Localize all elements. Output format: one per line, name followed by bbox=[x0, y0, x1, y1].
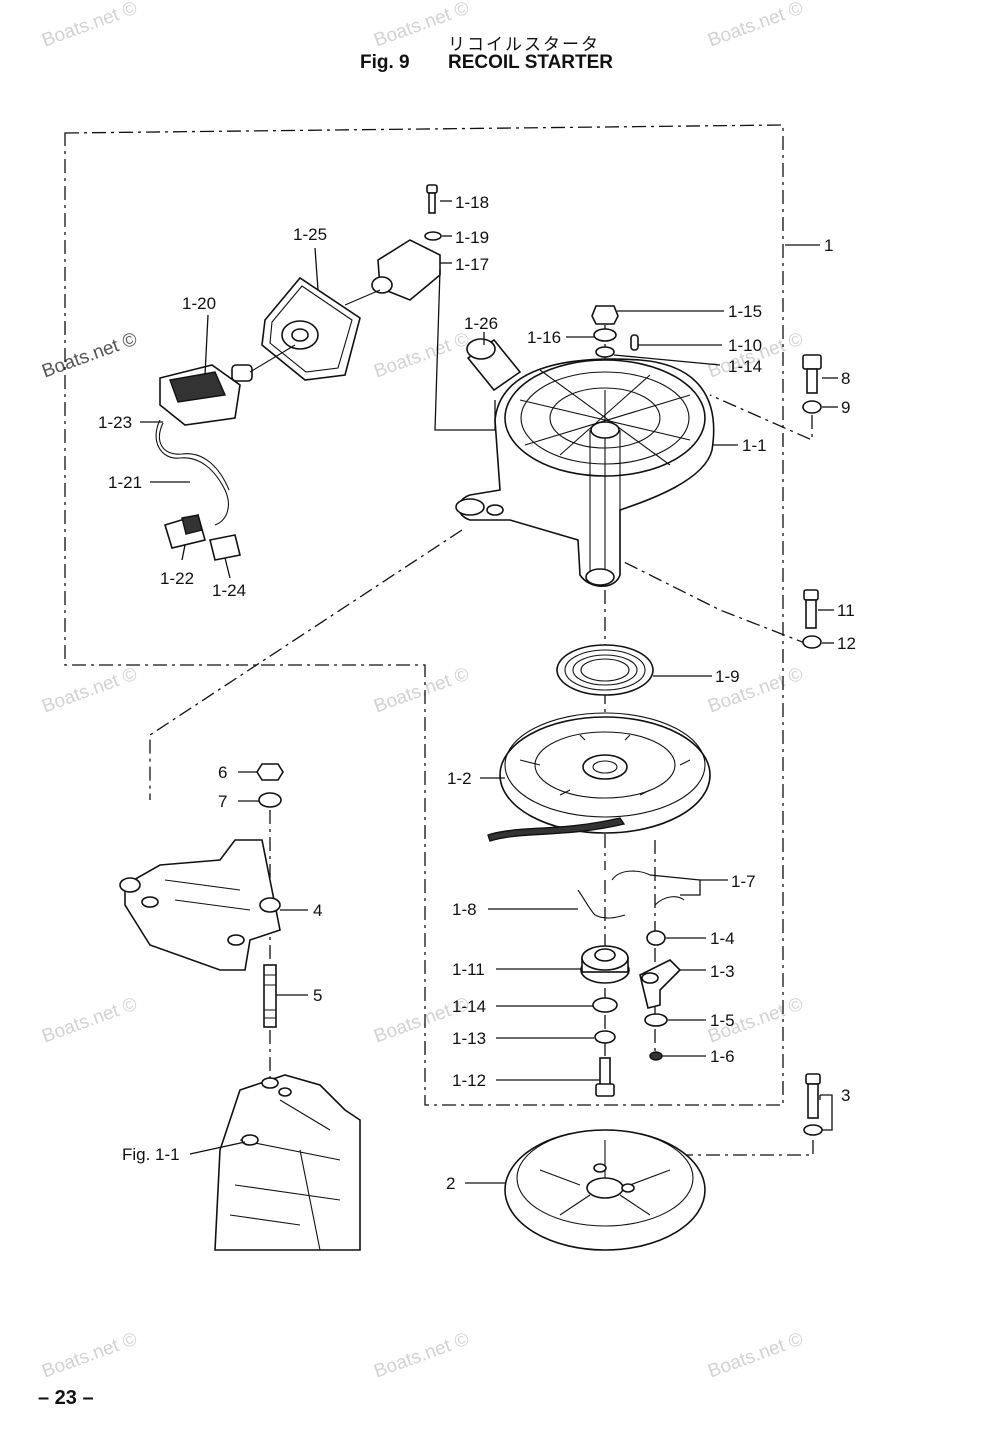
lanyard-cord-1-21 bbox=[155, 419, 229, 526]
label-1-8: 1-8 bbox=[452, 900, 477, 919]
cover-plate-1-25 bbox=[261, 276, 361, 381]
washer-12 bbox=[802, 635, 822, 649]
bolt-11 bbox=[803, 589, 819, 629]
label-1-3: 1-3 bbox=[710, 962, 735, 981]
pawl-spring-1-7 bbox=[611, 870, 685, 906]
label-1-13: 1-13 bbox=[452, 1029, 486, 1048]
washer-1-13 bbox=[594, 1030, 616, 1044]
alignment-line bbox=[709, 394, 813, 441]
label-1-6: 1-6 bbox=[710, 1047, 735, 1066]
label-1-19: 1-19 bbox=[455, 228, 489, 247]
ratchet-drum-1-11 bbox=[580, 945, 630, 984]
label-1-18: 1-18 bbox=[455, 193, 489, 212]
label-7: 7 bbox=[218, 792, 227, 811]
label-1-15: 1-15 bbox=[728, 302, 762, 321]
washer-1-16 bbox=[593, 328, 617, 342]
label-1-4: 1-4 bbox=[710, 929, 735, 948]
washer-9 bbox=[802, 400, 822, 414]
japanese-title: リコイルスタータ bbox=[448, 35, 600, 55]
page-number: – 23 – bbox=[38, 1387, 94, 1409]
washer-7 bbox=[258, 792, 282, 808]
label-1-14: 1-14 bbox=[728, 357, 762, 376]
label-12: 12 bbox=[837, 634, 856, 653]
reel-1-2 bbox=[487, 712, 711, 842]
bolt-3 bbox=[803, 1073, 823, 1136]
label-1-7: 1-7 bbox=[731, 872, 756, 891]
guide-spring-1-8 bbox=[577, 889, 626, 919]
label-1-17: 1-17 bbox=[455, 255, 489, 274]
figure-number: Fig. 9 bbox=[360, 52, 410, 73]
bracket-4 bbox=[119, 839, 281, 971]
stud-bolt-5 bbox=[263, 964, 277, 1028]
stop-switch-1-20 bbox=[159, 344, 296, 426]
figure-title: RECOIL STARTER bbox=[448, 52, 614, 73]
alignment-line bbox=[630, 1140, 814, 1156]
label-1: 1 bbox=[824, 236, 833, 255]
label-1-16: 1-16 bbox=[527, 328, 561, 347]
label-5: 5 bbox=[313, 986, 322, 1005]
pin-1-10 bbox=[630, 334, 639, 351]
handle-1-26 bbox=[466, 338, 522, 392]
label-1-14-lower: 1-14 bbox=[452, 997, 486, 1016]
label-1-2: 1-2 bbox=[447, 769, 472, 788]
nut-6 bbox=[256, 763, 284, 781]
clip-1-22 bbox=[164, 513, 206, 549]
label-11: 11 bbox=[837, 601, 855, 620]
bracket-1-17 bbox=[371, 239, 441, 301]
label-9: 9 bbox=[841, 398, 850, 417]
crankcase-fig-1-1 bbox=[214, 1074, 361, 1251]
label-1-10: 1-10 bbox=[728, 336, 762, 355]
nut-1-15 bbox=[591, 305, 619, 325]
label-6: 6 bbox=[218, 763, 227, 782]
bolt-8 bbox=[802, 354, 822, 394]
label-1-20: 1-20 bbox=[182, 294, 216, 313]
recoil-spring-1-9 bbox=[556, 644, 654, 696]
washer-1-19 bbox=[424, 231, 442, 241]
starter-case-1-1 bbox=[455, 358, 715, 588]
label-1-11: 1-11 bbox=[452, 960, 485, 979]
washer-1-14-lower bbox=[592, 997, 618, 1013]
alignment-line bbox=[619, 559, 811, 646]
bolt-1-12 bbox=[595, 1057, 615, 1097]
starter-pulley-2 bbox=[504, 1129, 706, 1251]
washer-1-14 bbox=[595, 346, 615, 358]
label-fig-1-1: Fig. 1-1 bbox=[122, 1145, 180, 1164]
alignment-line bbox=[149, 529, 463, 800]
label-1-5: 1-5 bbox=[710, 1011, 735, 1030]
label-1-26: 1-26 bbox=[464, 314, 498, 333]
label-8: 8 bbox=[841, 369, 850, 388]
screw-1-18 bbox=[426, 184, 438, 214]
assembly-1-boundary bbox=[64, 124, 784, 1106]
label-1-23: 1-23 bbox=[98, 413, 132, 432]
label-1-25: 1-25 bbox=[293, 225, 327, 244]
clip-1-6 bbox=[649, 1051, 663, 1061]
plate-1-24 bbox=[209, 534, 241, 561]
label-1-22: 1-22 bbox=[160, 569, 194, 588]
label-1-9: 1-9 bbox=[715, 667, 740, 686]
label-1-1: 1-1 bbox=[742, 436, 767, 455]
label-1-12: 1-12 bbox=[452, 1071, 486, 1090]
label-2: 2 bbox=[446, 1174, 455, 1193]
pawl-1-3 bbox=[639, 959, 682, 1009]
label-1-24: 1-24 bbox=[212, 581, 246, 600]
label-1-21: 1-21 bbox=[108, 473, 142, 492]
collar-1-4 bbox=[646, 930, 666, 946]
label-4: 4 bbox=[313, 901, 322, 920]
label-3: 3 bbox=[841, 1086, 850, 1105]
washer-1-5 bbox=[644, 1013, 668, 1027]
